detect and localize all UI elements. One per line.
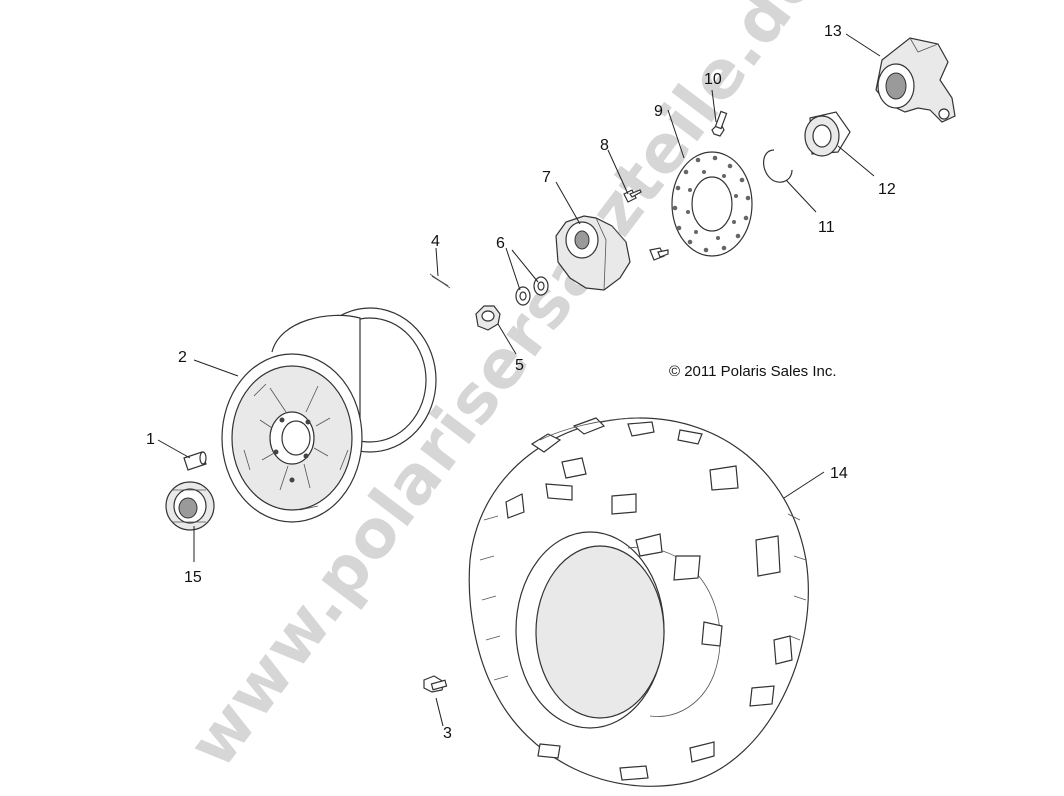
callout-8: 8 (600, 137, 609, 154)
callout-6: 6 (496, 235, 505, 252)
callout-5: 5 (515, 357, 524, 374)
leader-lines (157, 33, 881, 727)
part-11-retaining-ring[interactable] (763, 149, 793, 183)
part-13-bearing-carrier[interactable] (875, 37, 956, 123)
callout-14: 14 (830, 465, 848, 482)
part-14-tire[interactable] (468, 417, 809, 787)
callout-3: 3 (443, 725, 452, 742)
callout-11: 11 (818, 219, 835, 236)
part-10-bolt[interactable] (711, 110, 728, 137)
part-9-brake-disc[interactable] (671, 151, 753, 257)
callout-1: 1 (146, 431, 155, 448)
part-2-wheel-rim[interactable] (221, 307, 437, 523)
callout-10: 10 (704, 71, 722, 88)
callout-9: 9 (654, 103, 663, 120)
callout-13: 13 (824, 23, 842, 40)
part-1-valve-stem[interactable] (183, 451, 207, 471)
part-4-cotter-pin[interactable] (429, 273, 451, 289)
part-5-castle-nut[interactable] (475, 305, 501, 331)
callout-4: 4 (431, 233, 440, 250)
copyright-text: © 2011 Polaris Sales Inc. (669, 363, 837, 380)
part-3-valve[interactable] (423, 675, 448, 693)
callout-2: 2 (178, 349, 187, 366)
callout-7: 7 (542, 169, 551, 186)
part-12-wheel-bearing[interactable] (804, 111, 851, 157)
callout-labels: 1 2 3 4 5 6 7 8 9 10 11 12 13 14 15 (146, 23, 896, 742)
part-6-washers[interactable] (515, 276, 549, 306)
callout-12: 12 (878, 181, 896, 198)
part-15-center-cap[interactable] (165, 481, 215, 531)
callout-15: 15 (184, 569, 202, 586)
part-7-wheel-hub[interactable] (555, 215, 669, 291)
